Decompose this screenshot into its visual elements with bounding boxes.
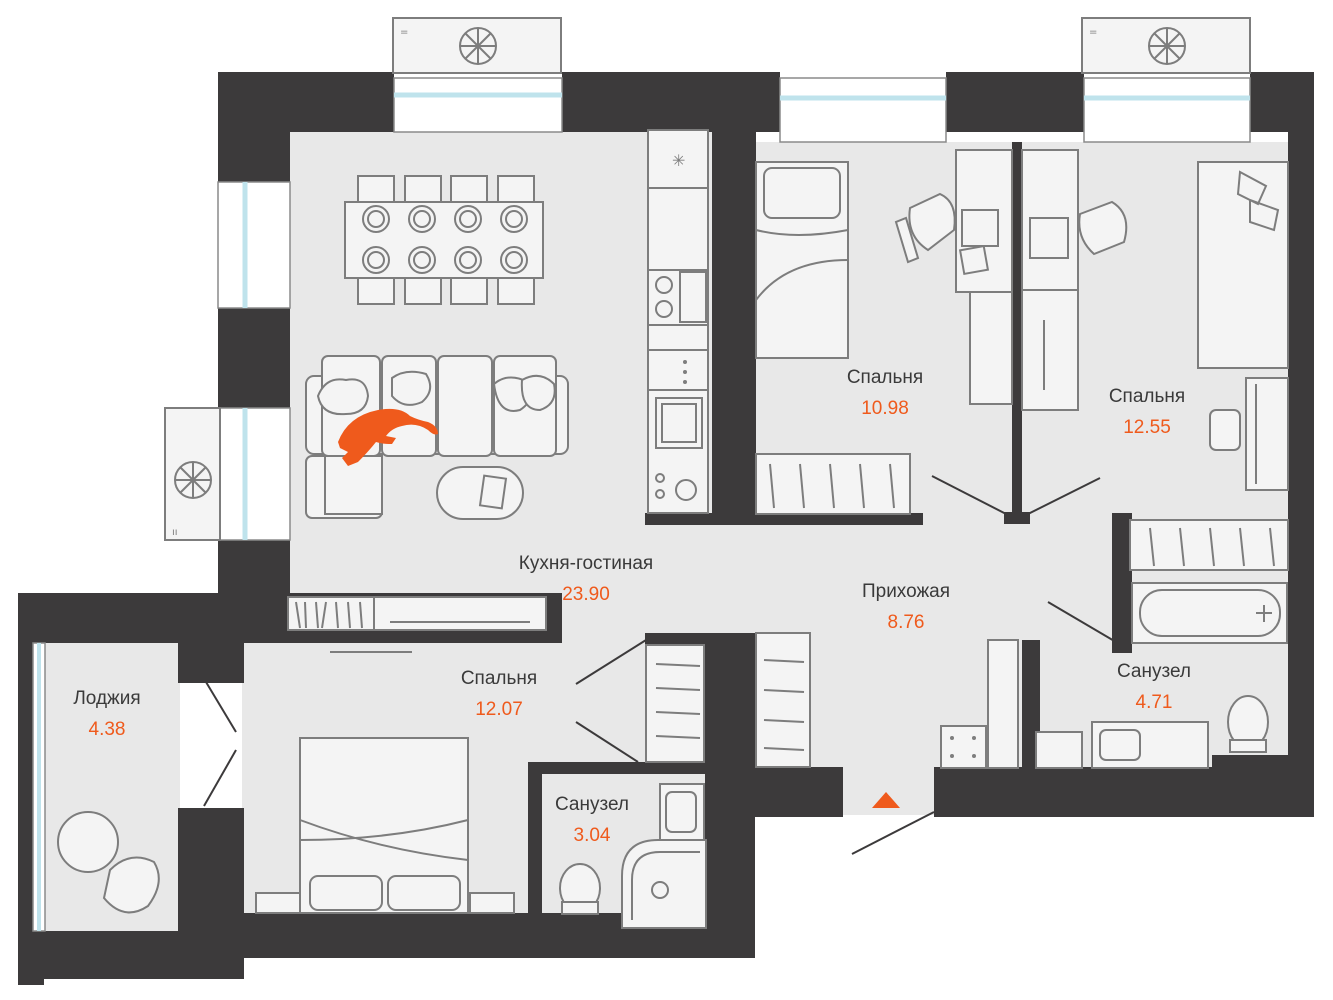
bathtub [1131, 582, 1288, 644]
room-name: Санузел [1117, 661, 1191, 682]
room-area: 12.55 [1123, 417, 1171, 438]
sink-2 [659, 783, 705, 841]
room-name: Санузел [555, 794, 629, 815]
room-area: 8.76 [888, 612, 925, 633]
room-area: 4.38 [89, 719, 126, 740]
label-bathroom-1: Санузел 4.71 [1117, 661, 1191, 713]
toilet-1 [1227, 695, 1269, 753]
svg-text:✳: ✳ [672, 151, 685, 170]
label-loggia: Лоджия 4.38 [73, 688, 140, 740]
ac-unit-top-right: = [1081, 17, 1251, 74]
wardrobe-3 [645, 644, 705, 763]
wardrobe-2 [1129, 519, 1289, 571]
label-bedroom-1: Спальня 10.98 [847, 367, 923, 419]
desk-2 [1021, 149, 1128, 411]
room-name: Спальня [461, 668, 537, 689]
piano [1209, 377, 1289, 491]
kitchen-counter: ✳ [647, 129, 709, 514]
entrance-arrow-icon [872, 792, 900, 808]
coffee-table [436, 466, 524, 520]
door-swings [203, 475, 1117, 855]
room-name: Спальня [847, 367, 923, 388]
loggia-table [57, 811, 160, 914]
label-kitchen-living: Кухня-гостиная 23.90 [519, 553, 653, 605]
label-bedroom-3: Спальня 12.07 [461, 668, 537, 720]
fan-icon [1148, 27, 1186, 65]
walls [18, 72, 1314, 985]
svg-text:=: = [400, 27, 408, 38]
hallway-cabinet [940, 639, 1019, 769]
bed-single-1 [755, 161, 849, 359]
sofa [305, 355, 569, 519]
hallway-wardrobe [755, 632, 811, 768]
svg-text:ıı: ıı [172, 527, 178, 538]
label-bedroom-2: Спальня 12.55 [1109, 386, 1185, 438]
room-area: 23.90 [562, 584, 610, 605]
wardrobe-1 [755, 453, 911, 515]
ac-unit-left: ıı [164, 407, 221, 541]
desk-1 [894, 149, 1013, 405]
toilet-2 [559, 863, 601, 915]
room-area: 4.71 [1136, 692, 1173, 713]
tv-stand [287, 596, 547, 653]
fan-icon [459, 27, 497, 65]
room-area: 3.04 [574, 825, 611, 846]
label-bathroom-2: Санузел 3.04 [555, 794, 629, 846]
room-name: Лоджия [73, 688, 140, 709]
shower [621, 839, 707, 929]
fan-icon [174, 461, 212, 499]
room-area: 12.07 [475, 699, 523, 720]
room-area: 10.98 [861, 398, 909, 419]
room-name: Кухня-гостиная [519, 553, 653, 574]
label-hallway: Прихожая 8.76 [862, 581, 950, 633]
sink-1 [1035, 721, 1209, 769]
room-name: Спальня [1109, 386, 1185, 407]
bed-double [255, 737, 515, 914]
room-name: Прихожая [862, 581, 950, 602]
bed-single-2 [1197, 161, 1289, 369]
svg-text:=: = [1089, 27, 1097, 38]
ac-unit-top-left: = [392, 17, 562, 74]
cat-icon [338, 408, 438, 466]
dining-table [344, 175, 544, 305]
